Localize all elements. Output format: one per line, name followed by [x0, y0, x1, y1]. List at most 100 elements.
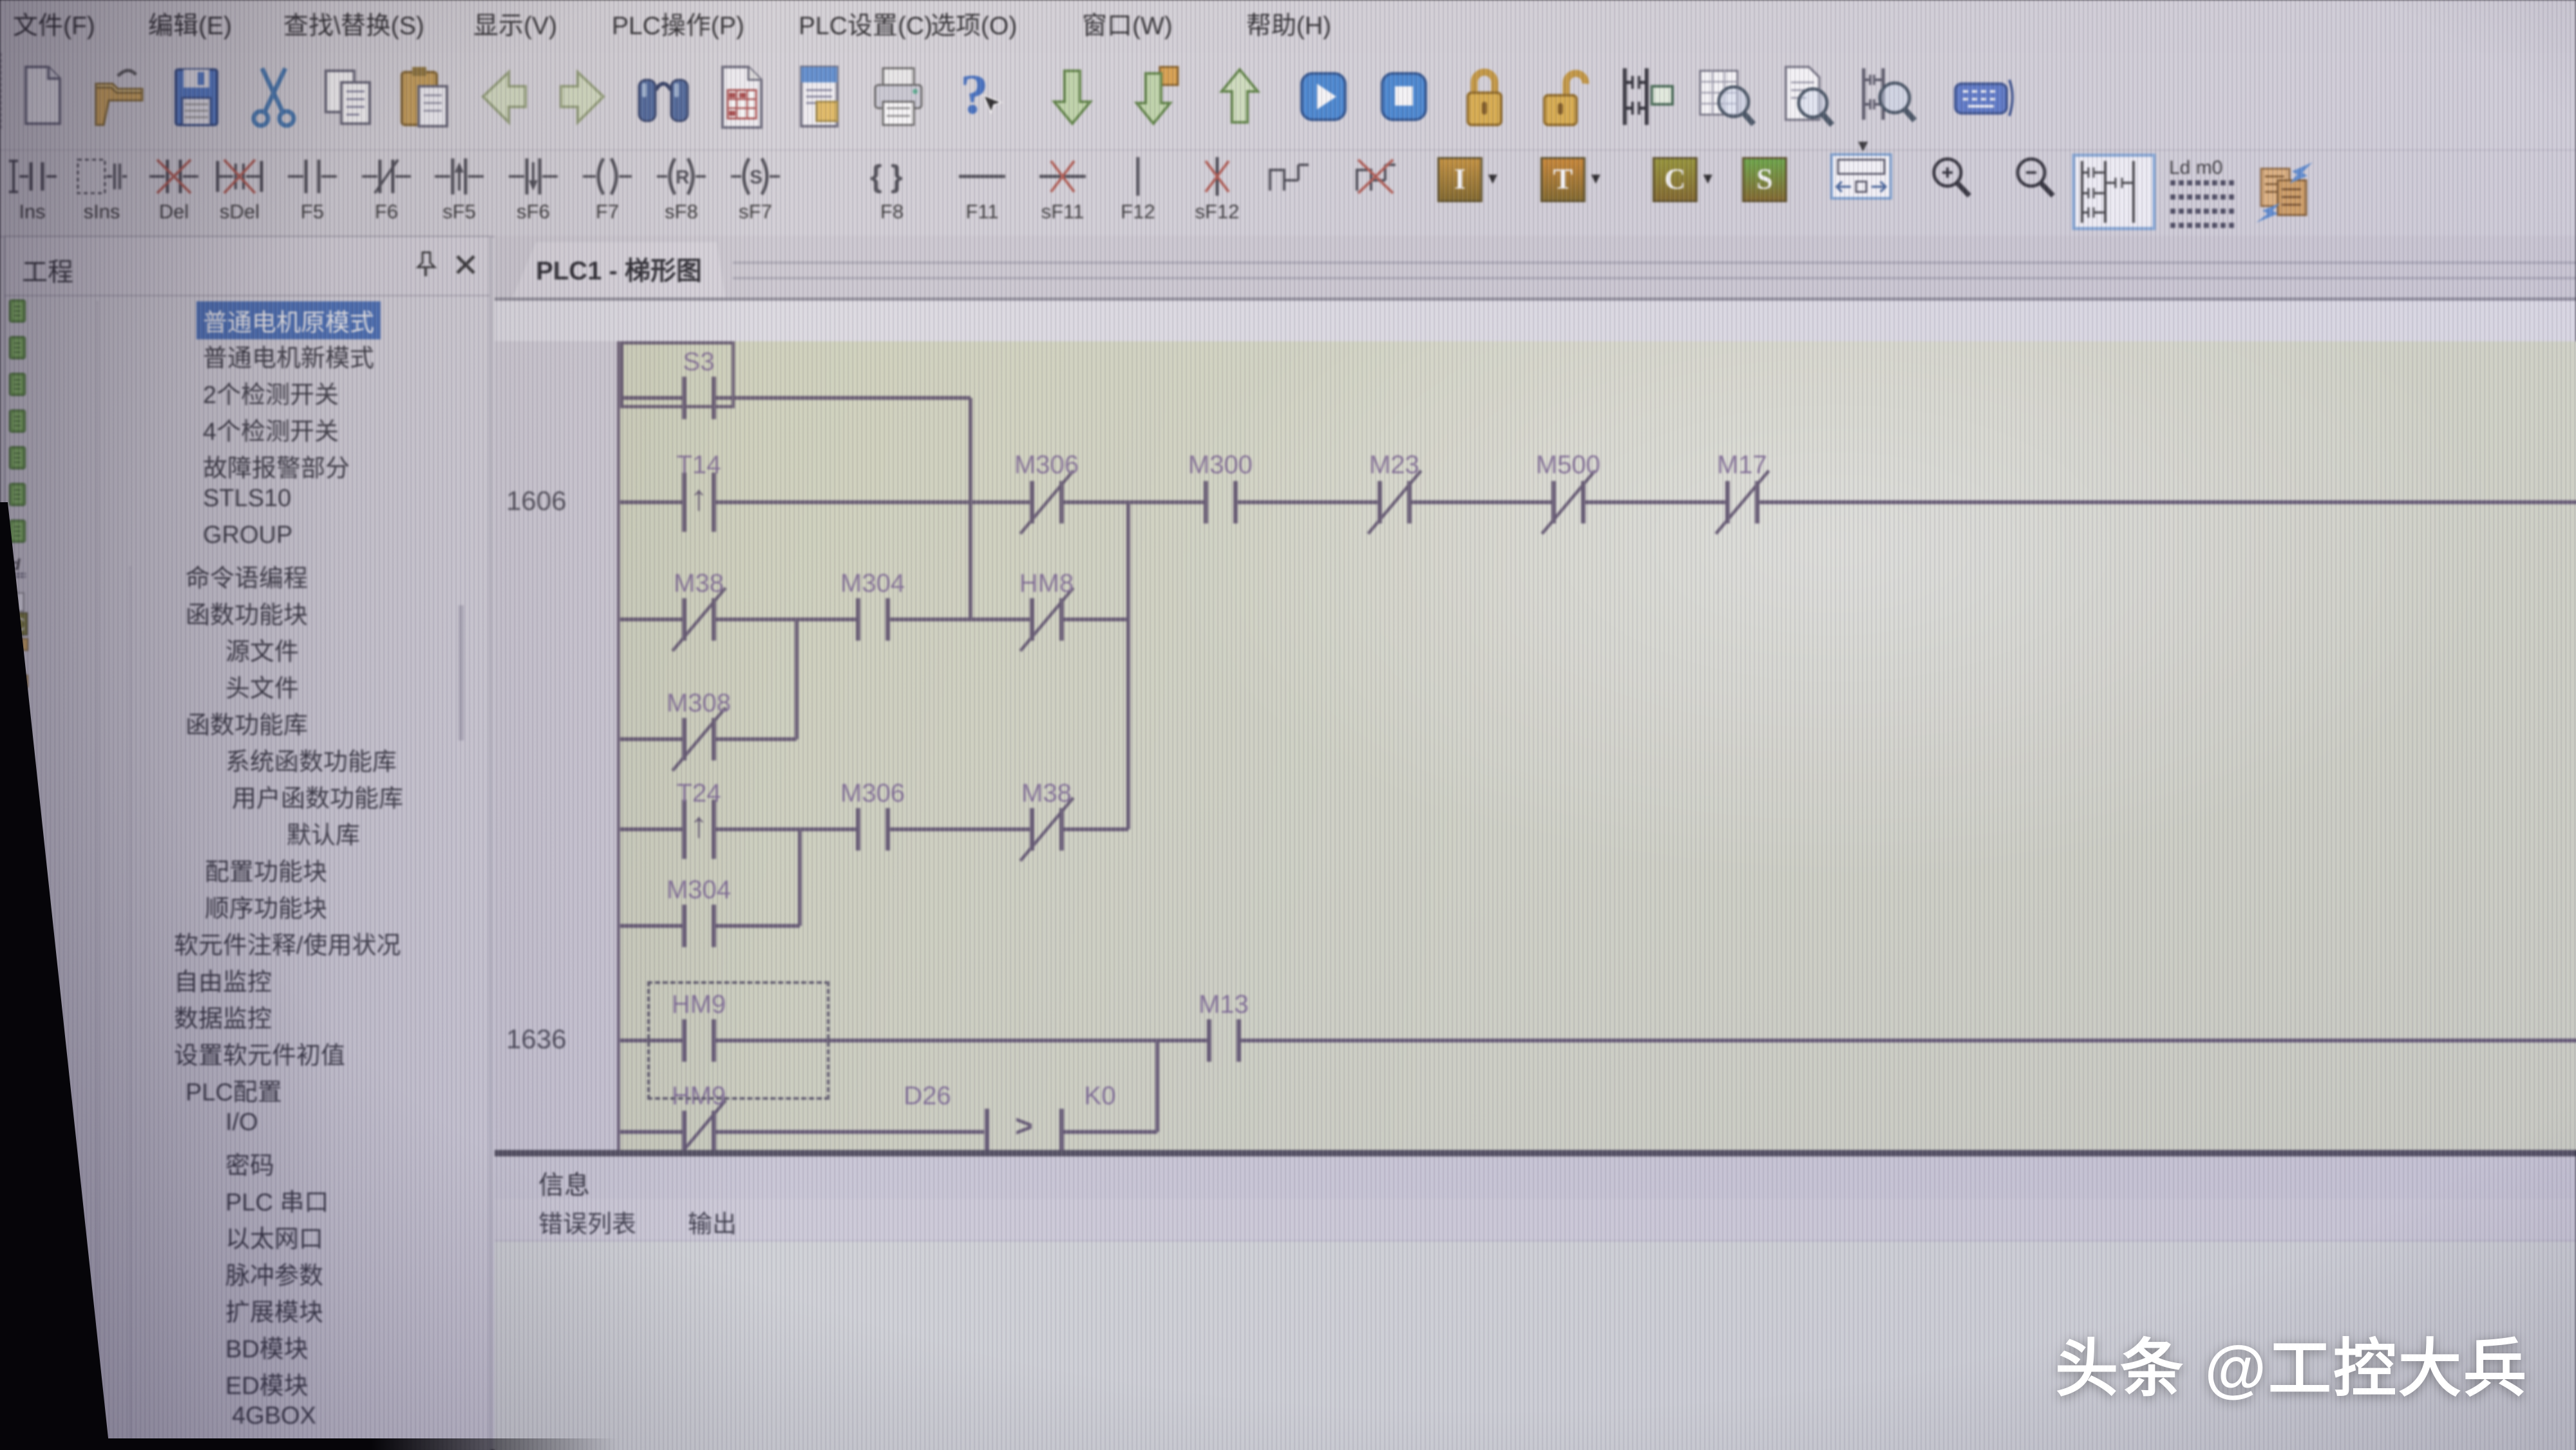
contact-M500[interactable]	[1551, 481, 1556, 523]
toolbar-back-button[interactable]	[471, 62, 538, 139]
contact-M38[interactable]	[682, 598, 687, 641]
tree-item-18[interactable]: 自由监控	[5, 959, 489, 996]
contact-M23[interactable]	[1378, 481, 1382, 523]
toolbar-ladder-find-button[interactable]: ▼	[1855, 62, 1922, 155]
toolbar-doc-grid-button[interactable]	[710, 62, 777, 139]
tb2-Ld m0-button[interactable]: Ld m0	[2168, 157, 2242, 241]
contact-HM9[interactable]	[682, 1019, 687, 1062]
expander-icon[interactable]	[5, 702, 24, 722]
tree-item-27[interactable]: 扩展模块	[5, 1290, 489, 1326]
menu-item-2[interactable]: 查找\替换(S)	[283, 12, 424, 40]
tb2-S-button[interactable]: S	[1742, 153, 1787, 202]
contact-M304[interactable]	[856, 598, 860, 641]
toolbar-stop-button[interactable]	[1372, 62, 1439, 139]
tree-scrollbar[interactable]	[459, 605, 464, 740]
toolbar-paste-button[interactable]	[393, 62, 460, 139]
pin-icon[interactable]	[411, 250, 440, 279]
contact-M304[interactable]	[712, 905, 716, 947]
tb2-zoomout-button[interactable]	[2009, 153, 2061, 203]
tb2-sF12-button[interactable]: sF12	[1191, 153, 1243, 223]
toolbar-forward-button[interactable]	[551, 62, 618, 139]
tree-item-21[interactable]: PLC配置	[5, 1069, 489, 1111]
toolbar-find-button[interactable]	[631, 62, 698, 139]
contact-M17[interactable]	[1755, 481, 1759, 523]
contact-HM8[interactable]	[1030, 598, 1034, 641]
tree-item-19[interactable]: 数据监控	[5, 996, 489, 1033]
toolbar-doc-find-button[interactable]	[1774, 62, 1841, 139]
tree-item-17[interactable]: 软元件注释/使用状况	[5, 923, 489, 959]
tree-item-9[interactable]: 源文件	[5, 629, 489, 666]
toolbar-doc-report-button[interactable]	[787, 62, 854, 139]
contact-M23[interactable]	[1407, 481, 1412, 523]
menu-item-5[interactable]: PLC设置(C)	[799, 12, 933, 40]
tb2-zoomin-button[interactable]	[1926, 153, 1977, 203]
toolbar-print-button[interactable]	[866, 62, 933, 139]
tb2-F11-button[interactable]: F11	[956, 153, 1008, 223]
toolbar-download-x-button[interactable]	[1124, 62, 1191, 139]
tb2-F12-button[interactable]: F12	[1112, 153, 1164, 223]
contact-M306[interactable]	[886, 808, 890, 851]
contact-M38[interactable]	[1030, 808, 1034, 851]
expander-icon[interactable]	[5, 592, 24, 612]
toolbar-lock-button[interactable]	[1452, 62, 1519, 139]
contact-HM9[interactable]	[682, 1111, 687, 1150]
tb2-F6-button[interactable]: F6	[361, 153, 412, 223]
contact-S3[interactable]	[682, 377, 687, 419]
contact-M304[interactable]	[886, 598, 890, 641]
menu-item-7[interactable]: 窗口(W)	[1082, 12, 1173, 40]
menu-item-3[interactable]: 显示(V)	[473, 12, 557, 40]
tb2-Del-button[interactable]: Del	[148, 153, 200, 223]
contact-M306[interactable]	[1059, 481, 1064, 523]
tb2-F7-button[interactable]: F7	[582, 153, 633, 223]
contact-M38[interactable]	[712, 598, 716, 641]
close-icon[interactable]	[451, 250, 480, 279]
toolbar-unlock-button[interactable]	[1533, 62, 1600, 139]
toolbar-upload-button[interactable]	[1208, 62, 1274, 139]
contact-M13[interactable]	[1207, 1019, 1211, 1062]
tree-item-12[interactable]: 系统函数功能库	[5, 739, 489, 776]
dropdown-caret[interactable]: ▼	[1485, 170, 1501, 187]
tree-item-4[interactable]: 故障报警部分	[5, 446, 489, 482]
tb2-convert-button[interactable]	[2251, 153, 2322, 234]
contact-M300[interactable]	[1233, 481, 1238, 523]
toolbar-ladder-monitor-button[interactable]	[1613, 62, 1680, 139]
tb2-step-button[interactable]	[1262, 153, 1314, 203]
tree-item-1[interactable]: 普通电机新模式	[5, 335, 489, 372]
toolbar-copy-button[interactable]	[317, 62, 384, 139]
tree-item-0[interactable]: 普通电机原模式	[5, 299, 489, 339]
contact-T14[interactable]	[682, 473, 687, 532]
compare-contact[interactable]	[985, 1109, 989, 1150]
tree-item-23[interactable]: ＊＊密码	[5, 1143, 489, 1180]
tree-item-5[interactable]: STLS10	[5, 482, 489, 519]
menu-item-6[interactable]: 选项(O)	[931, 12, 1018, 40]
contact-M306[interactable]	[856, 808, 860, 851]
contact-M306[interactable]	[1030, 481, 1034, 523]
expander-icon[interactable]	[5, 776, 24, 795]
toolbar-keyboard-button[interactable]	[1951, 62, 2018, 139]
tb2-sDel-button[interactable]: sDel	[214, 153, 265, 223]
tb2-F5-button[interactable]: F5	[287, 153, 338, 223]
dropdown-caret[interactable]: ▼	[1700, 170, 1716, 187]
tree-item-25[interactable]: 以太网口	[5, 1216, 489, 1253]
compare-contact[interactable]	[1059, 1109, 1064, 1150]
contact-M13[interactable]	[1236, 1019, 1241, 1062]
tree-item-6[interactable]: GROUP	[5, 519, 489, 556]
menu-item-1[interactable]: 编辑(E)	[148, 12, 232, 40]
tree-item-10[interactable]: 头文件	[5, 666, 489, 702]
tree-item-20[interactable]: 设置软元件初值	[5, 1033, 489, 1069]
tb2-sF6-button[interactable]: sF6	[507, 153, 559, 223]
tree-item-3[interactable]: 4个检测开关	[5, 409, 489, 446]
tab-plc1-ladder[interactable]: PLC1 - 梯形图	[513, 242, 725, 297]
tree-item-31[interactable]: EtherCAT	[5, 1436, 489, 1450]
toolbar-run-button[interactable]	[1291, 62, 1358, 139]
tree-item-2[interactable]: 2个检测开关	[5, 372, 489, 409]
contact-M500[interactable]	[1581, 481, 1586, 523]
